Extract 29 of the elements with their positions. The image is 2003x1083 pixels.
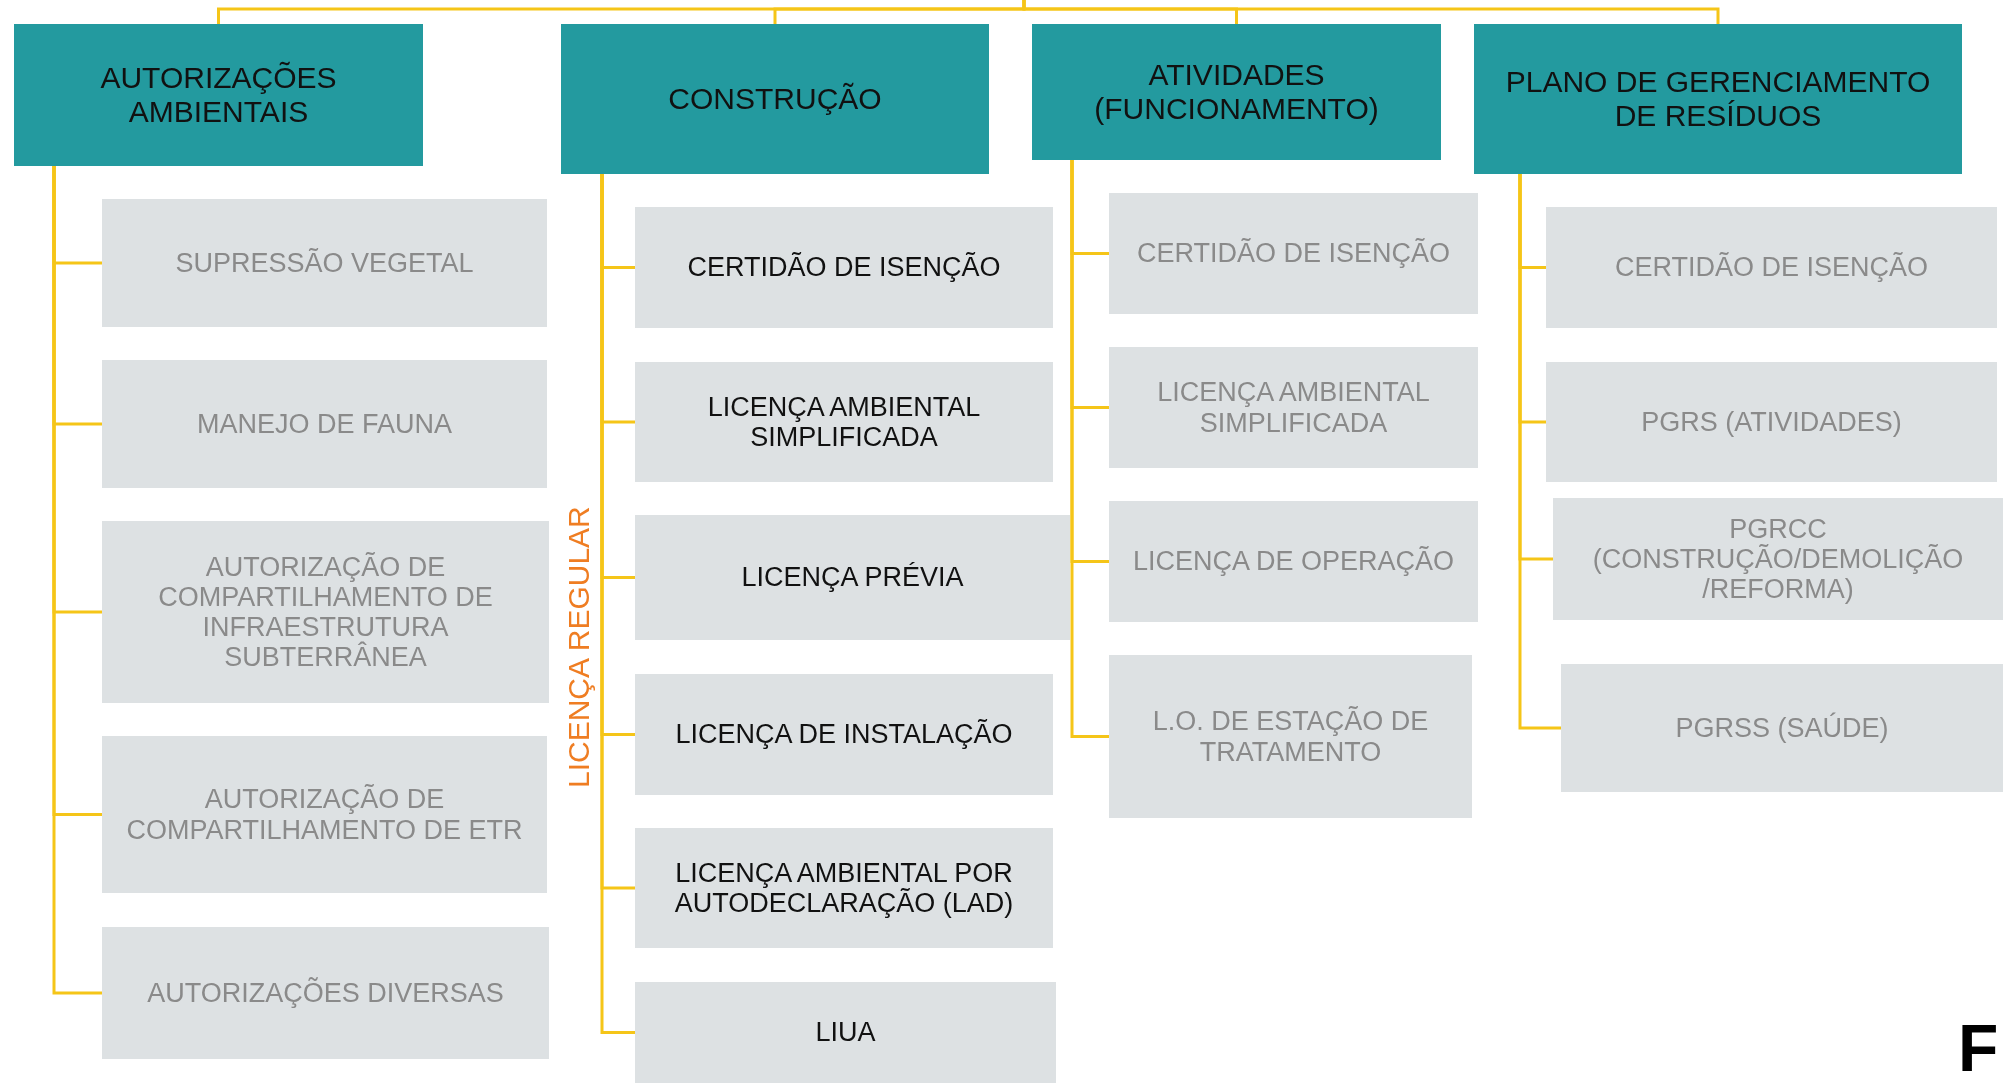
item-box: LICENÇA PRÉVIA <box>635 515 1070 640</box>
item-box: CERTIDÃO DE ISENÇÃO <box>635 207 1053 328</box>
category-header: CONSTRUÇÃO <box>561 24 989 174</box>
item-box: PGRCC (CONSTRUÇÃO/DEMOLIÇÃO /REFORMA) <box>1553 498 2003 620</box>
connector-line <box>1022 0 1720 24</box>
item-box: LICENÇA DE INSTALAÇÃO <box>635 674 1053 795</box>
connector-line <box>1070 160 1109 738</box>
category-header: PLANO DE GERENCIAMENTO DE RESÍDUOS <box>1474 24 1962 174</box>
item-box: LIUA <box>635 982 1056 1083</box>
item-box: LICENÇA DE OPERAÇÃO <box>1109 501 1478 622</box>
item-box: CERTIDÃO DE ISENÇÃO <box>1109 193 1478 314</box>
item-box: PGRSS (SAÚDE) <box>1561 664 2003 792</box>
category-header: AUTORIZAÇÕES AMBIENTAIS <box>14 24 423 166</box>
item-box: CERTIDÃO DE ISENÇÃO <box>1546 207 1997 328</box>
item-box: AUTORIZAÇÃO DE COMPARTILHAMENTO DE ETR <box>102 736 547 893</box>
item-box: AUTORIZAÇÃO DE COMPARTILHAMENTO DE INFRAESTRUTURA SUBTERRÂNEA <box>102 521 549 703</box>
category-header: ATIVIDADES (FUNCIONAMENTO) <box>1032 24 1441 160</box>
vertical-label: LICENÇA REGULAR <box>562 506 596 788</box>
connector-line <box>52 166 102 995</box>
item-box: PGRS (ATIVIDADES) <box>1546 362 1997 482</box>
item-box: LICENÇA AMBIENTAL SIMPLIFICADA <box>635 362 1053 482</box>
item-box: LICENÇA AMBIENTAL POR AUTODECLARAÇÃO (LAD) <box>635 828 1053 948</box>
item-box: MANEJO DE FAUNA <box>102 360 547 488</box>
cut-off-letter: F <box>1958 1010 1999 1083</box>
item-box: L.O. DE ESTAÇÃO DE TRATAMENTO <box>1109 655 1472 818</box>
item-box: AUTORIZAÇÕES DIVERSAS <box>102 927 549 1059</box>
connector-line <box>1518 174 1561 730</box>
item-box: LICENÇA AMBIENTAL SIMPLIFICADA <box>1109 347 1478 468</box>
item-box: SUPRESSÃO VEGETAL <box>102 199 547 327</box>
